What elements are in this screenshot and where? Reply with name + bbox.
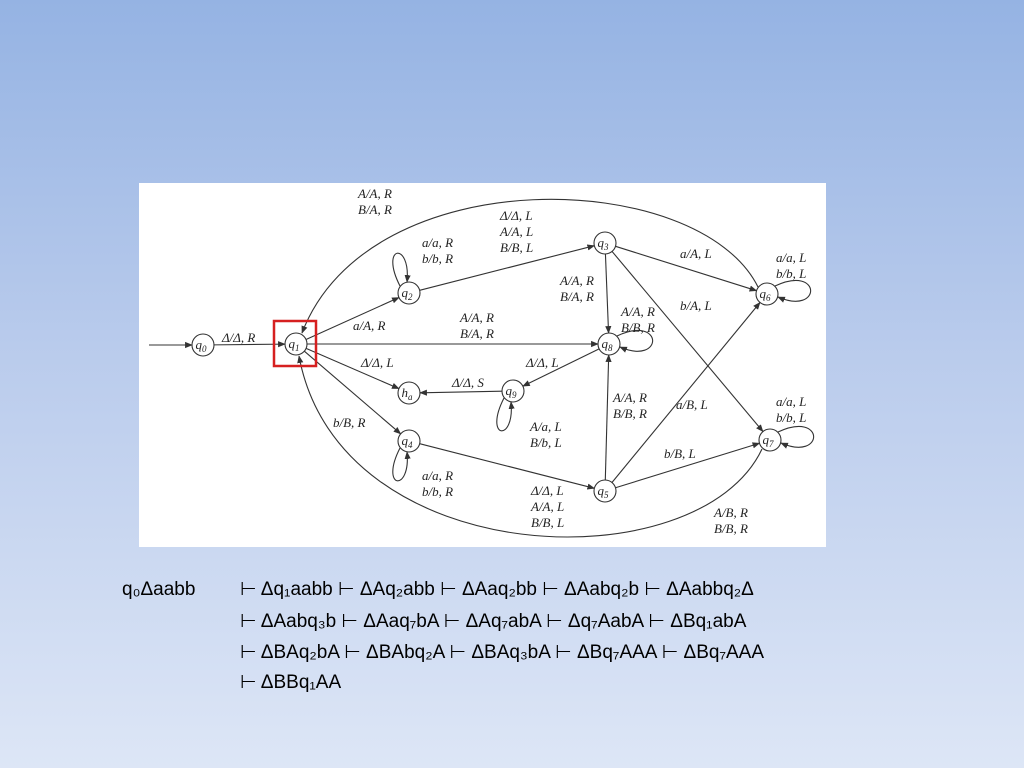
edge-q5-q7 [615, 442, 761, 489]
edge-q2-q3 [419, 244, 596, 291]
edge-q9-ha [419, 389, 503, 396]
loop-q2 [392, 252, 411, 287]
edge-label-q8-q9: Δ/Δ, L [525, 355, 559, 370]
edge-label-q4-q5: Δ/Δ, L [530, 483, 564, 498]
edge-label-top-arc: A/A, R [357, 186, 392, 201]
edge-label-q3-q8: B/A, R [560, 289, 594, 304]
state-label: q9 [506, 383, 518, 400]
edge-label-q9-loop: B/b, L [530, 435, 562, 450]
loop-q9 [496, 397, 515, 432]
edge-label-q4-loop: b/b, R [422, 484, 453, 499]
edge-q8-q9 [522, 348, 600, 387]
edge-label-top-arc: B/A, R [358, 202, 392, 217]
state-label: q7 [763, 432, 775, 449]
trace-line: ⊢ ΔAabq₃b ⊢ ΔAaq₇bA ⊢ ΔAq₇abA ⊢ Δq₇AabA … [240, 611, 747, 632]
edge-label-q1-q2: a/A, R [353, 318, 386, 333]
state-label: q4 [402, 433, 414, 450]
edge-q7-q1-arc [297, 355, 763, 538]
state-q7: q7 [758, 428, 782, 452]
edge-label-q2-loop: b/b, R [422, 251, 453, 266]
edge-q1-ha [305, 347, 400, 390]
edge-label-q2-q3: Δ/Δ, L [499, 208, 533, 223]
edge-q5-q6 [611, 301, 761, 483]
state-q3: q3 [593, 231, 617, 255]
state-label: ha [402, 385, 414, 402]
edge-label-q1-q8: B/A, R [460, 326, 494, 341]
edge-q6-q1-arc [301, 198, 759, 334]
edge-label-q1-q8: A/A, R [459, 310, 494, 325]
state-q2: q2 [397, 281, 421, 305]
edge-q3-q8 [604, 253, 612, 334]
trace-line: ⊢ ΔBAq₂bA ⊢ ΔBAbq₂A ⊢ ΔBAq₃bA ⊢ ΔBq₇AAA … [240, 642, 765, 663]
loop-q7 [777, 426, 815, 449]
edge-label-q7-loop: b/b, L [776, 410, 806, 425]
edge-q1-q4 [303, 350, 402, 435]
edge-label-q5-q8: B/B, R [613, 406, 647, 421]
edge-label-q3-q6: a/A, L [680, 246, 712, 261]
edge-label-q4-q5: B/B, L [531, 515, 564, 530]
state-q9: q9 [501, 379, 525, 403]
state-q5: q5 [593, 479, 617, 503]
edge-label-q8-loop: A/A, R [620, 304, 655, 319]
current-state-highlight [272, 319, 318, 368]
edge-label-q9-loop: A/a, L [529, 419, 562, 434]
trace-line: ⊢ ΔBBq₁AA [240, 672, 342, 693]
edge-label-q6-loop: b/b, L [776, 266, 806, 281]
state-q4: q4 [397, 429, 421, 453]
state-q1: q1 [284, 332, 308, 356]
edge-label-q4-loop: a/a, R [422, 468, 453, 483]
state-label: q2 [402, 285, 414, 302]
edge-label-q3-q8: A/A, R [559, 273, 594, 288]
edge-label-q2-loop: a/a, R [422, 235, 453, 250]
edge-label-q5-q6: a/B, L [676, 397, 708, 412]
loop-q8 [616, 330, 654, 353]
state-q8: q8 [597, 332, 621, 356]
edge-label-q0-q1: Δ/Δ, R [221, 330, 255, 345]
edge-label-q7-loop: a/a, L [776, 394, 806, 409]
loop-q4 [392, 447, 411, 482]
edge-label-q3-q7: b/A, L [680, 298, 712, 313]
edge-label-q2-q3: A/A, L [499, 224, 533, 239]
edge-label-q5-q8: A/A, R [612, 390, 647, 405]
state-label: q5 [598, 483, 610, 500]
edge-label-q1-q4: b/B, R [333, 415, 366, 430]
state-q0: q0 [191, 333, 215, 357]
edge-label-q8-loop: B/B, R [621, 320, 655, 335]
edge-q4-q5 [419, 443, 596, 490]
edge-q3-q7 [611, 251, 764, 433]
state-label: q8 [602, 336, 614, 353]
edge-label-q9-ha: Δ/Δ, S [451, 375, 484, 390]
edge-label-q5-q7: b/B, L [664, 446, 696, 461]
edge-q1-q2 [305, 297, 400, 340]
edge-label-q4-q5: A/A, L [530, 499, 564, 514]
edge-label-bottom-arc: A/B, R [713, 505, 748, 520]
state-label: q6 [760, 286, 772, 303]
edge-q3-q6 [615, 245, 758, 292]
state-diagram: q0 q1 q2 q3 q4 q5 q6 q7 q8 q9 ha Δ/Δ, R a/A, R A/A, … [139, 183, 826, 547]
state-q6: q6 [755, 282, 779, 306]
edge-label-bottom-arc: B/B, R [714, 521, 748, 536]
trace-start: q₀Δaabb [122, 579, 196, 600]
state-label: q3 [598, 235, 610, 252]
state-label: q0 [196, 337, 208, 354]
edge-q5-q8 [604, 354, 612, 481]
edge-label-q6-loop: a/a, L [776, 250, 806, 265]
loop-q6 [774, 280, 812, 303]
edge-label-q2-q3: B/B, L [500, 240, 533, 255]
trace-line: ⊢ Δq₁aabb ⊢ ΔAq₂abb ⊢ ΔAaq₂bb ⊢ ΔAabq₂b … [240, 579, 754, 600]
state-label: q1 [289, 336, 300, 353]
state-ha: ha [397, 381, 421, 405]
edge-label-q1-ha: Δ/Δ, L [360, 355, 394, 370]
